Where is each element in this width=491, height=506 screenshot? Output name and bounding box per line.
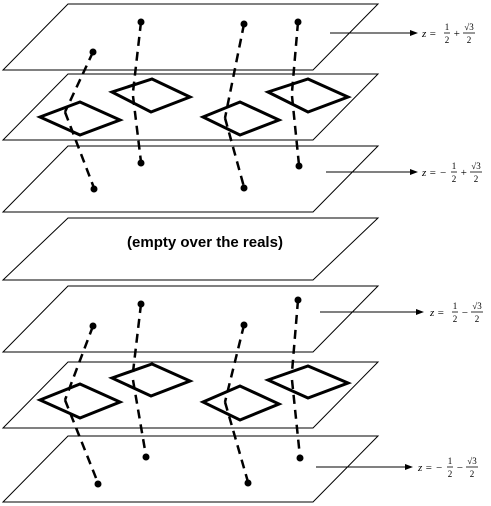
lower-stem-2b <box>131 379 148 457</box>
upper-dot-top-3 <box>240 20 248 28</box>
plane-upper-bottom <box>1 145 380 213</box>
pointer-arrow-2 <box>326 169 418 175</box>
upper-stem-2 <box>131 21 143 93</box>
z-label-1-lead: z = <box>421 28 436 40</box>
lower-dot-top-1 <box>89 322 97 330</box>
z-label-2-lead: z = − <box>421 167 447 179</box>
plane-lower-bottom <box>1 435 380 503</box>
z-label-1-b-den: 2 <box>467 35 472 45</box>
lower-diamond-3 <box>199 384 283 422</box>
upper-stem-1 <box>63 51 95 113</box>
plane-top <box>1 3 380 71</box>
z-label-4-b-num: √3 <box>467 456 477 466</box>
lower-stem-3 <box>223 324 246 403</box>
upper-dot-bottom-2 <box>137 159 145 167</box>
z-label-2-op: + <box>460 167 467 179</box>
plane-empty <box>1 217 380 281</box>
plane-lower-top <box>1 285 380 353</box>
z-label-2-b-num: √3 <box>471 161 481 171</box>
lower-stem-4b <box>290 379 302 458</box>
z-label-3-op: − <box>461 307 468 319</box>
z-label-2-a-num: 1 <box>452 161 457 171</box>
lower-diamond-1 <box>36 382 124 420</box>
upper-stem-4 <box>290 21 300 93</box>
lower-stem-4 <box>290 299 300 373</box>
z-label-4: z = − 1 2 − √3 2 <box>417 456 478 479</box>
upper-stem-1b <box>63 111 96 189</box>
z-label-2-b-den: 2 <box>474 174 479 184</box>
z-label-1: z = 1 2 + √3 2 <box>421 22 475 45</box>
upper-dot-top-1 <box>89 48 97 56</box>
z-label-3: z = 1 2 − √3 2 <box>429 301 483 324</box>
lower-dot-bottom-1 <box>94 480 102 488</box>
upper-dot-bottom-4 <box>295 162 303 170</box>
z-label-1-a-num: 1 <box>445 22 450 32</box>
upper-diamond-4 <box>264 77 352 114</box>
pointer-arrow-1 <box>330 30 418 36</box>
z-label-1-a-den: 2 <box>445 35 450 45</box>
upper-dot-bottom-3 <box>240 184 248 192</box>
pointer-arrow-3 <box>320 309 424 315</box>
upper-diamond-1 <box>36 100 124 137</box>
upper-stem-3 <box>223 23 246 119</box>
z-label-3-a-num: 1 <box>453 301 458 311</box>
lower-dot-top-3 <box>240 321 248 329</box>
z-label-3-lead: z = <box>429 307 444 319</box>
z-label-4-a-den: 2 <box>448 469 453 479</box>
upper-dot-bottom-1 <box>90 185 98 193</box>
lower-dot-bottom-3 <box>244 479 252 487</box>
upper-dot-top-4 <box>294 18 302 26</box>
upper-dot-top-2 <box>137 18 145 26</box>
plane-upper-lattice <box>1 73 380 141</box>
z-label-3-a-den: 2 <box>453 314 458 324</box>
pointer-arrow-4 <box>316 464 413 470</box>
lower-dot-top-4 <box>294 296 302 304</box>
lower-dot-bottom-4 <box>296 454 304 462</box>
z-label-4-b-den: 2 <box>470 469 475 479</box>
empty-plane-label: (empty over the reals) <box>127 234 283 251</box>
upper-stem-4b <box>290 95 301 166</box>
lower-dot-top-2 <box>137 300 145 308</box>
lower-diamond-4 <box>263 364 353 400</box>
z-label-4-a-num: 1 <box>448 456 453 466</box>
z-label-2: z = − 1 2 + √3 2 <box>421 161 482 184</box>
upper-diamond-3 <box>199 100 283 137</box>
z-label-4-lead: z = − <box>417 462 443 474</box>
upper-diamond-2 <box>108 77 194 114</box>
upper-stem-3b <box>223 117 246 188</box>
upper-stem-2b <box>131 95 143 163</box>
lower-stem-2 <box>131 303 143 373</box>
z-label-1-b-num: √3 <box>464 22 474 32</box>
lower-diamond-2 <box>108 362 194 398</box>
z-label-4-op: − <box>456 462 463 474</box>
z-label-3-b-den: 2 <box>475 314 480 324</box>
z-label-2-a-den: 2 <box>452 174 457 184</box>
z-label-3-b-num: √3 <box>472 301 482 311</box>
upper-lattice-group <box>36 18 352 193</box>
z-label-1-op: + <box>453 28 460 40</box>
lower-lattice-group <box>36 296 353 488</box>
lower-dot-bottom-2 <box>142 453 150 461</box>
